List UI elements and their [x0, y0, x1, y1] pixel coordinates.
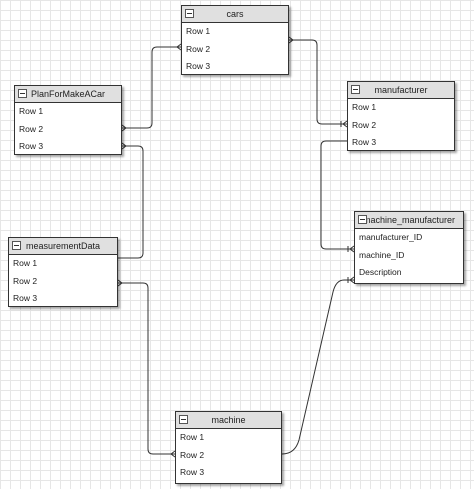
table-row[interactable]: Row 2	[352, 119, 377, 130]
table-header[interactable]: PlanForMakeACar	[15, 86, 121, 103]
table-header[interactable]: manufacturer	[348, 82, 454, 99]
table-row[interactable]: manufacturer_ID	[359, 232, 423, 242]
table-row[interactable]: Row 1	[352, 102, 377, 112]
relation-manufacturer-machine-manufacturer[interactable]	[320, 140, 354, 250]
table-header[interactable]: cars	[182, 6, 288, 23]
table-measurement-data[interactable]: measurementData Row 1 Row 2 Row 3	[8, 237, 118, 307]
table-title: manufacturer	[374, 85, 428, 95]
table-row[interactable]: Row 2	[13, 275, 38, 286]
table-title: machine	[211, 415, 246, 425]
collapse-icon[interactable]	[358, 215, 367, 224]
table-row[interactable]: Row 3	[13, 293, 38, 303]
table-row[interactable]: Row 3	[352, 137, 377, 147]
table-row[interactable]: Row 2	[186, 43, 211, 54]
table-row[interactable]: Row 1	[13, 258, 38, 268]
collapse-icon[interactable]	[18, 89, 27, 98]
table-header[interactable]: machine	[176, 412, 281, 429]
table-title: machine_manufacturer	[362, 215, 456, 225]
table-row[interactable]: Row 2	[19, 123, 44, 134]
collapse-icon[interactable]	[12, 241, 21, 250]
table-header[interactable]: machine_manufacturer	[355, 212, 463, 229]
relation-plan-measurement[interactable]	[118, 145, 144, 259]
table-title: PlanForMakeACar	[30, 89, 106, 99]
table-cars[interactable]: cars Row 1 Row 2 Row 3	[181, 5, 289, 75]
table-row[interactable]: Row 3	[186, 61, 211, 71]
table-row[interactable]: Row 3	[19, 141, 44, 151]
table-row[interactable]: Row 1	[180, 432, 205, 442]
table-plan-for-make-a-car[interactable]: PlanForMakeACar Row 1 Row 2 Row 3	[14, 85, 122, 155]
collapse-icon[interactable]	[179, 415, 188, 424]
table-machine[interactable]: machine Row 1 Row 2 Row 3	[175, 411, 282, 484]
relation-measurement-machine[interactable]	[118, 282, 175, 455]
crow-foot-marker	[121, 124, 127, 132]
table-row[interactable]: Row 3	[180, 467, 205, 477]
table-row[interactable]: machine_ID	[359, 249, 405, 260]
table-title: measurementData	[25, 241, 101, 251]
table-row[interactable]: Description	[359, 267, 402, 277]
table-row[interactable]: Row 1	[19, 106, 44, 116]
table-title: cars	[226, 9, 244, 19]
relation-cars-manufacturer[interactable]	[289, 39, 347, 125]
table-machine-manufacturer[interactable]: machine_manufacturer manufacturer_ID mac…	[354, 211, 464, 284]
collapse-icon[interactable]	[351, 85, 360, 94]
table-manufacturer[interactable]: manufacturer Row 1 Row 2 Row 3	[347, 81, 455, 151]
collapse-icon[interactable]	[185, 9, 194, 18]
table-row[interactable]: Row 1	[186, 26, 211, 36]
crow-foot-marker	[288, 36, 294, 44]
table-header[interactable]: measurementData	[9, 238, 117, 255]
relation-plan-cars[interactable]	[122, 46, 181, 129]
relation-machine-machine-manufacturer[interactable]	[281, 279, 354, 455]
crow-foot-marker	[117, 279, 123, 287]
crow-foot-marker	[121, 142, 127, 150]
table-row[interactable]: Row 2	[180, 449, 205, 460]
